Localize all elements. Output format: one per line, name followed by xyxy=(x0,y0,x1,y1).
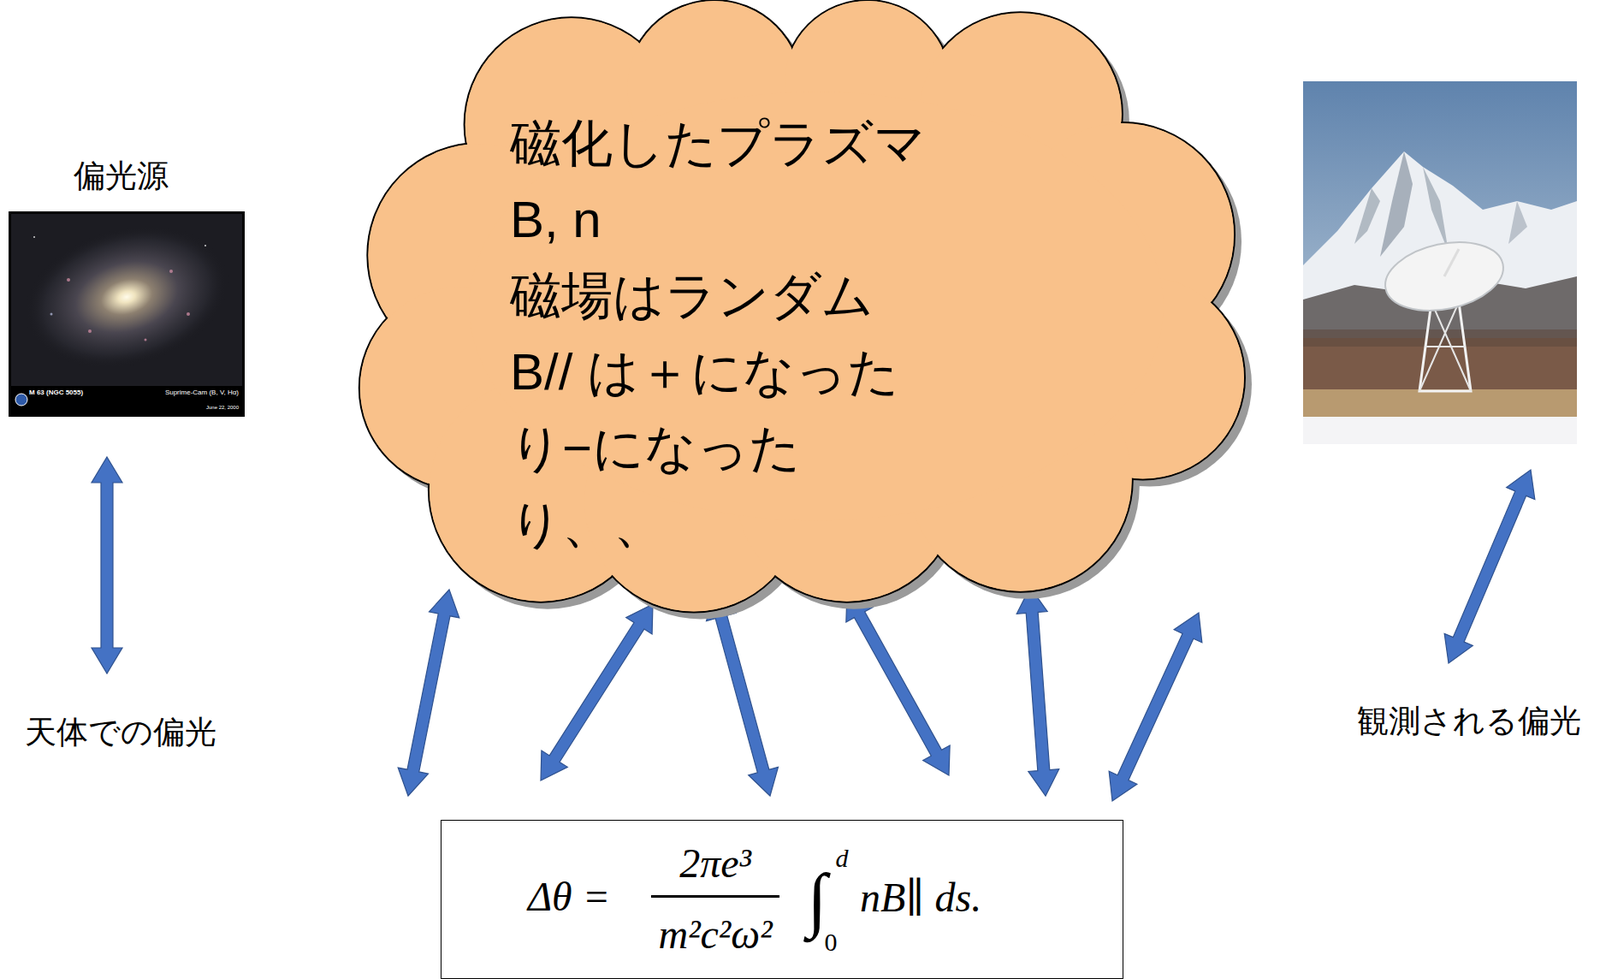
double-arrow xyxy=(706,592,779,796)
observed-polarization-label: 観測される偏光 xyxy=(1357,703,1582,741)
plasma-cloud: 磁化したプラズマB, n磁場はランダムB// は＋になったり−になったり、、 xyxy=(372,0,1251,603)
double-arrow xyxy=(1108,612,1203,801)
photo-caption: June 22, 2000 xyxy=(206,404,239,411)
cloud-text: 磁化したプラズマB, n磁場はランダムB// は＋になったり−になったり、、 xyxy=(509,105,938,563)
photo-caption: Suprime-Cam (B, V, Hα) xyxy=(165,388,239,397)
formula-part: 2πe³ xyxy=(679,842,752,884)
double-arrow xyxy=(1016,586,1059,796)
double-arrow xyxy=(91,456,123,674)
photo-caption: M 63 (NGC 5055) xyxy=(29,388,83,397)
formula-part: 0 xyxy=(824,929,838,955)
double-arrow xyxy=(846,592,950,776)
formula-part: Δθ = xyxy=(527,876,611,918)
fraction-bar xyxy=(651,894,779,898)
galaxy-photo xyxy=(8,211,245,417)
formula-part: m²c²ω² xyxy=(657,913,772,955)
cloud-line: B, n xyxy=(509,181,938,258)
formula-part: nB∥ ds. xyxy=(859,877,982,919)
cloud-line: 磁場はランダム xyxy=(509,257,938,334)
formula-part: ∫ xyxy=(806,863,827,936)
formula-part: d xyxy=(835,845,849,872)
cloud-line: 磁化したプラズマ xyxy=(509,105,938,182)
radio-telescope-photo xyxy=(1303,81,1577,445)
double-arrow xyxy=(540,604,653,781)
cloud-line: B// は＋になったり−になったり、、 xyxy=(509,333,938,563)
double-arrow xyxy=(397,589,460,796)
source-polarization-label: 天体での偏光 xyxy=(24,714,217,752)
double-arrow xyxy=(1444,469,1535,664)
source-label: 偏光源 xyxy=(73,158,169,196)
formula-box: Δθ = 2πe³ m²c²ω² ∫ d 0 nB∥ ds. xyxy=(440,819,1124,979)
